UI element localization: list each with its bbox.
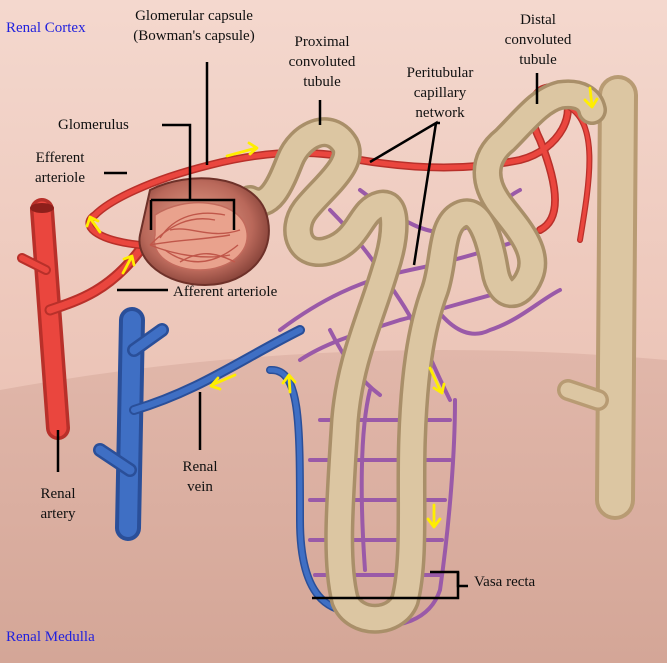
distal-tubule-label: Distal convoluted tubule bbox=[493, 10, 583, 70]
renal-vein-label: Renal vein bbox=[170, 457, 230, 497]
renal-artery-label: Renal artery bbox=[28, 484, 88, 524]
efferent-line1: Efferent bbox=[35, 150, 85, 166]
efferent-arteriole-label: Efferent arteriole bbox=[24, 148, 96, 188]
glomerular-capsule-label: Glomerular capsule (Bowman's capsule) bbox=[114, 6, 274, 46]
renal-vein-line1: Renal bbox=[182, 459, 218, 475]
peritubular-line1: Peritubular bbox=[406, 65, 474, 81]
efferent-line2: arteriole bbox=[35, 170, 85, 186]
collecting-duct bbox=[557, 75, 638, 520]
peritubular-line3: network bbox=[415, 105, 465, 121]
proximal-line1: Proximal bbox=[294, 34, 350, 50]
glomerular-capsule-line2: (Bowman's capsule) bbox=[133, 28, 255, 44]
renal-cortex-label: Renal Cortex bbox=[6, 20, 86, 36]
proximal-line3: tubule bbox=[303, 74, 341, 90]
nephron-tubule bbox=[235, 79, 607, 634]
distal-line3: tubule bbox=[519, 52, 557, 68]
renal-vein-line2: vein bbox=[187, 479, 213, 495]
afferent-arteriole-label: Afferent arteriole bbox=[173, 284, 278, 300]
flow-arrows bbox=[85, 86, 599, 529]
glomerular-capsule-line1: Glomerular capsule bbox=[135, 8, 253, 24]
renal-artery-line1: Renal bbox=[40, 486, 76, 502]
renal-artery-line2: artery bbox=[40, 506, 76, 522]
peritubular-label: Peritubular capillary network bbox=[390, 63, 490, 123]
renal-medulla-label: Renal Medulla bbox=[6, 629, 95, 645]
proximal-tubule-label: Proximal convoluted tubule bbox=[272, 32, 372, 92]
vasa-recta-label: Vasa recta bbox=[474, 574, 536, 590]
glomerulus-label: Glomerulus bbox=[58, 117, 129, 133]
peritubular-line2: capillary bbox=[413, 85, 467, 101]
glomerulus-graphic bbox=[149, 212, 241, 263]
bowmans-capsule-graphic bbox=[138, 177, 270, 287]
proximal-line2: convoluted bbox=[288, 54, 356, 70]
leader-lines bbox=[56, 62, 539, 600]
distal-line1: Distal bbox=[520, 12, 556, 28]
distal-line2: convoluted bbox=[504, 32, 572, 48]
